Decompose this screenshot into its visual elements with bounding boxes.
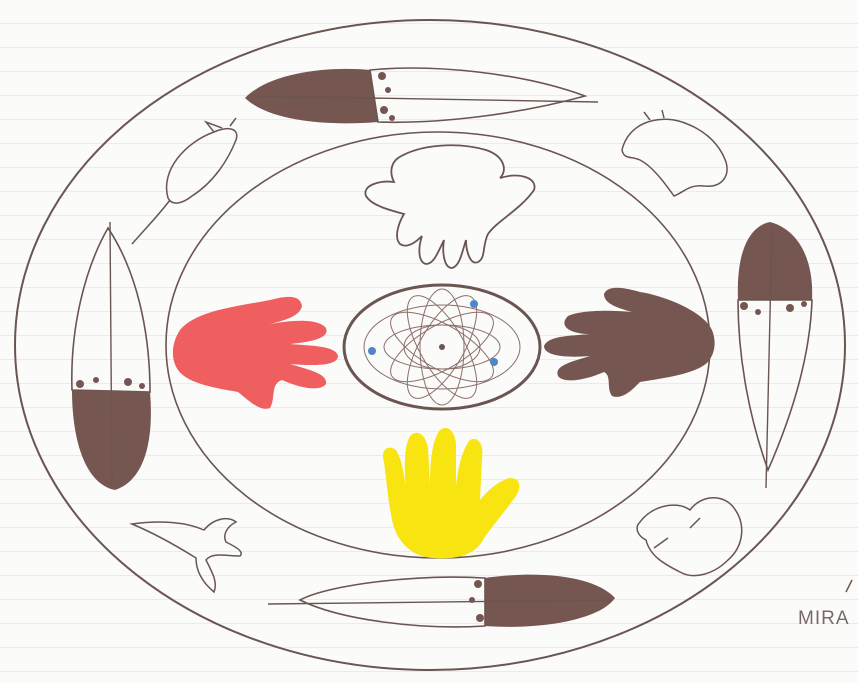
feather-right	[738, 222, 812, 488]
feather-top	[245, 68, 598, 123]
eagle-animal	[132, 519, 241, 592]
bead	[470, 300, 478, 308]
dreamcatcher	[344, 285, 540, 409]
turtle-animal	[637, 498, 742, 576]
hand-red-left	[173, 297, 338, 409]
bead	[368, 347, 376, 355]
cropped-stroke	[846, 580, 852, 592]
hand-white-top	[365, 145, 534, 268]
feather-bottom	[268, 575, 615, 627]
bead	[490, 358, 498, 366]
bear-animal	[622, 110, 727, 196]
hand-brown-right	[544, 288, 715, 397]
feather-left	[72, 222, 151, 490]
hand-yellow-bottom	[383, 428, 519, 558]
mouse-animal	[132, 118, 237, 244]
artist-signature: MIRA	[798, 608, 850, 630]
